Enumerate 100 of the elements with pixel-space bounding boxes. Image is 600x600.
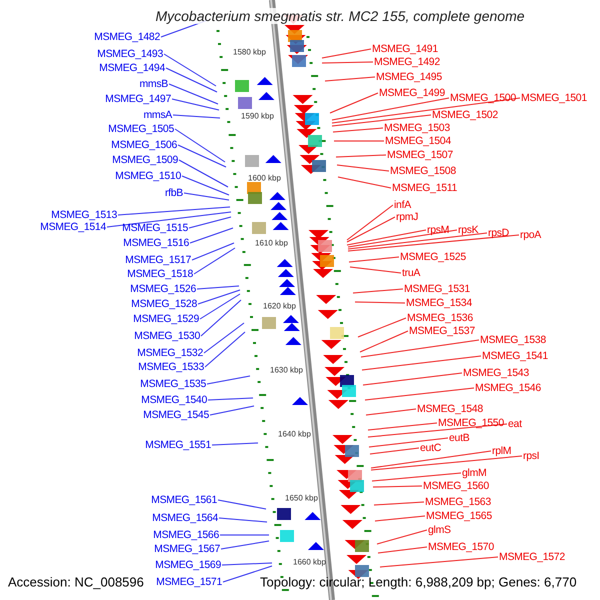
gene-label: MSMEG_1569: [155, 559, 221, 571]
gene-label: MSMEG_1537: [409, 325, 475, 337]
gene-label: MSMEG_1551: [145, 439, 211, 451]
position-tick-label: 1630 kbp: [270, 366, 303, 374]
leader-line: [374, 516, 426, 522]
leader-line: [376, 530, 428, 544]
gene-label: MSMEG_1534: [406, 297, 472, 309]
gene-label: rpsI: [523, 450, 540, 462]
leader-line: [324, 76, 376, 82]
gene-label: MSMEG_1546: [475, 382, 541, 394]
leader-line: [378, 546, 428, 554]
leader-line: [352, 288, 404, 294]
gene-label: MSMEG_1570: [428, 541, 494, 553]
leader-line: [198, 290, 240, 304]
leader-line: [220, 540, 270, 550]
gene-label: mmsA: [143, 109, 172, 121]
leader-line: [218, 500, 266, 510]
leader-line: [368, 422, 438, 430]
leader-line: [200, 294, 240, 320]
leader-line: [364, 388, 474, 400]
leader-line: [374, 502, 424, 506]
position-tick-label: 1650 kbp: [285, 494, 318, 502]
leader-line: [332, 128, 384, 132]
leader-line: [334, 140, 384, 142]
leader-line: [218, 518, 268, 522]
gene-label: eat: [508, 418, 522, 430]
gene-label: MSMEG_1515: [122, 222, 188, 234]
gene-label: rplM: [492, 445, 512, 457]
leader-line: [338, 176, 392, 188]
leader-line: [210, 406, 254, 416]
gene-label: MSMEG_1511: [392, 182, 458, 194]
gene-label: MSMEG_1567: [154, 543, 220, 555]
gene-label: eutC: [420, 442, 441, 454]
map-title: Mycobacterium smegmatis str. MC2 155, complete genome: [155, 8, 525, 24]
leader-line: [372, 486, 422, 488]
leader-line: [380, 556, 498, 568]
leader-line: [360, 330, 408, 352]
leader-line: [348, 256, 400, 262]
gene-label: mmsB: [139, 78, 168, 90]
gene-label: MSMEG_1572: [499, 551, 565, 563]
gene-label: MSMEG_1560: [423, 480, 489, 492]
gene-label: MSMEG_1536: [407, 312, 473, 324]
leader-line: [204, 332, 246, 368]
position-tick-label: 1640 kbp: [278, 430, 311, 438]
position-tick-label: 1610 kbp: [255, 238, 288, 248]
leader-line: [208, 398, 254, 400]
gene-label: MSMEG_1532: [137, 347, 203, 359]
leader-line: [354, 302, 406, 304]
leader-line: [196, 286, 240, 290]
leader-line: [200, 300, 242, 336]
position-tick-label: 1590 kbp: [241, 112, 274, 120]
leader-line: [372, 472, 462, 482]
leader-line: [362, 372, 462, 386]
gene-label: MSMEG_1514: [40, 221, 106, 233]
gene-label: MSMEG_1506: [111, 139, 177, 151]
gene-label: MSMEG_1526: [130, 283, 196, 295]
leader-line: [332, 114, 432, 126]
leader-line: [346, 216, 396, 242]
leader-line: [212, 442, 258, 446]
gene-label: MSMEG_1491: [372, 43, 438, 55]
gene-label: MSMEG_1548: [417, 403, 483, 415]
genome-info-text: Topology: circular; Length: 6,988,209 bp; Genes: 6,770: [260, 574, 577, 590]
leader-line: [370, 448, 420, 454]
gene-label: MSMEG_1530: [134, 330, 200, 342]
leader-line: [346, 230, 426, 246]
gene-label: rpsM: [427, 224, 450, 236]
leader-line: [168, 84, 218, 104]
gene-label: MSMEG_1502: [432, 109, 498, 121]
leader-line: [166, 68, 218, 92]
gene-label: MSMEG_1564: [152, 512, 218, 524]
gene-label: MSMEG_1509: [112, 154, 178, 166]
leader-line: [348, 230, 458, 248]
gene-label: MSMEG_1510: [115, 170, 181, 182]
gene-label: MSMEG_1528: [131, 298, 197, 310]
leader-line: [362, 356, 482, 370]
gene-label: MSMEG_1482: [94, 31, 160, 43]
gene-label: MSMEG_1538: [480, 334, 546, 346]
gene-label: MSMEG_1513: [51, 209, 117, 221]
leader-line: [368, 438, 448, 448]
gene-label: MSMEG_1563: [425, 496, 491, 508]
gene-label: MSMEG_1561: [151, 494, 217, 506]
gene-label: MSMEG_1550: [438, 417, 504, 429]
gene-label: MSMEG_1499: [379, 87, 445, 99]
leader-line: [188, 216, 232, 228]
gene-label: MSMEG_1525: [400, 251, 466, 263]
leader-line: [190, 228, 234, 244]
leader-line: [164, 54, 216, 86]
genome-info-text: Accession: NC_008596: [8, 574, 144, 590]
leader-line: [182, 176, 230, 196]
leader-line: [184, 192, 230, 200]
gene-label: MSMEG_1504: [385, 135, 451, 147]
leader-line: [368, 424, 508, 438]
leader-line: [206, 376, 250, 384]
gene-label: glmM: [462, 467, 486, 479]
position-tick-label: 1580 kbp: [233, 48, 266, 56]
gene-label: MSMEG_1516: [123, 237, 189, 249]
gene-label: MSMEG_1540: [141, 394, 207, 406]
leader-line: [332, 98, 520, 124]
position-tick-label: 1600 kbp: [248, 174, 281, 182]
leader-line: [360, 340, 480, 358]
